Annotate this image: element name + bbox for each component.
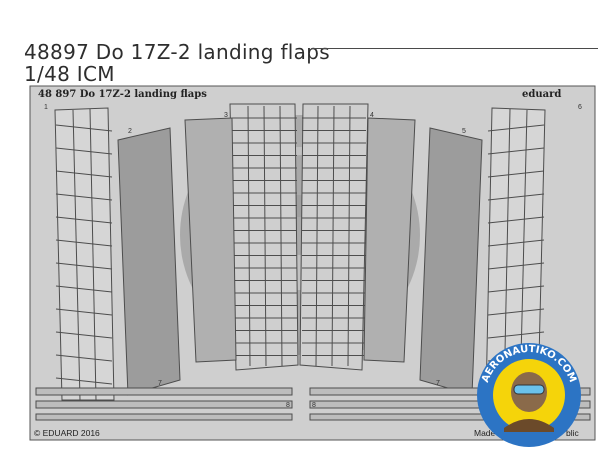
rib-line — [55, 354, 113, 362]
part-3-inner-flap — [184, 103, 299, 371]
rib-line — [487, 239, 545, 247]
part-number: 5 — [462, 128, 466, 135]
part-number: 8 — [286, 402, 290, 409]
rib-line — [487, 331, 545, 339]
rib-line — [279, 105, 283, 367]
copyright: © EDUARD 2016 — [34, 428, 100, 438]
rib-line — [55, 377, 113, 385]
rib-line — [347, 105, 351, 367]
rib-line — [315, 105, 319, 367]
rib-line — [487, 170, 545, 178]
rib-line — [487, 308, 545, 316]
rib-line — [55, 193, 113, 201]
rib-line — [55, 308, 113, 316]
rib-line — [55, 216, 113, 224]
rib-line — [487, 147, 545, 155]
made-in-tail: blic — [566, 428, 579, 438]
eduard-brand: eduard — [522, 89, 562, 100]
made-in: Made in — [474, 428, 505, 438]
rib-line — [55, 124, 113, 132]
part-4-inner-flap — [299, 103, 416, 371]
rib-line — [487, 262, 545, 270]
rib-line — [55, 262, 113, 270]
rib-line — [487, 285, 545, 293]
title-rule — [312, 48, 598, 49]
rib-line — [55, 285, 113, 293]
part-7-8-strips — [35, 387, 591, 421]
part-number: 2 — [128, 128, 132, 135]
part-number: 1 — [44, 104, 48, 111]
part-number: 8 — [312, 402, 316, 409]
part-number: 7 — [158, 380, 162, 387]
product-scale: 1/48 ICM — [24, 62, 115, 86]
part-number: 3 — [224, 112, 228, 119]
part-number: 4 — [370, 112, 374, 119]
part-1-flap-left — [54, 107, 115, 401]
rib-line — [55, 331, 113, 339]
rib-line — [487, 216, 545, 224]
part-number: 7 — [436, 380, 440, 387]
rib-line — [55, 147, 113, 155]
fret-code-title: 48 897 Do 17Z-2 landing flaps — [38, 89, 207, 100]
rib-line — [487, 124, 545, 132]
part-number: 6 — [578, 104, 582, 111]
rib-line — [487, 193, 545, 201]
rib-line — [55, 170, 113, 178]
aeronautiko-badge: AERONAUTIKO.COM — [477, 343, 581, 447]
rib-line — [331, 105, 335, 367]
part-2-left-serrated — [117, 127, 181, 396]
rib-line — [247, 105, 251, 367]
rib-line — [263, 105, 267, 367]
product-title: 48897 Do 17Z-2 landing flaps — [24, 40, 330, 64]
part-5-right-serrated — [419, 127, 483, 396]
rib-line — [55, 239, 113, 247]
